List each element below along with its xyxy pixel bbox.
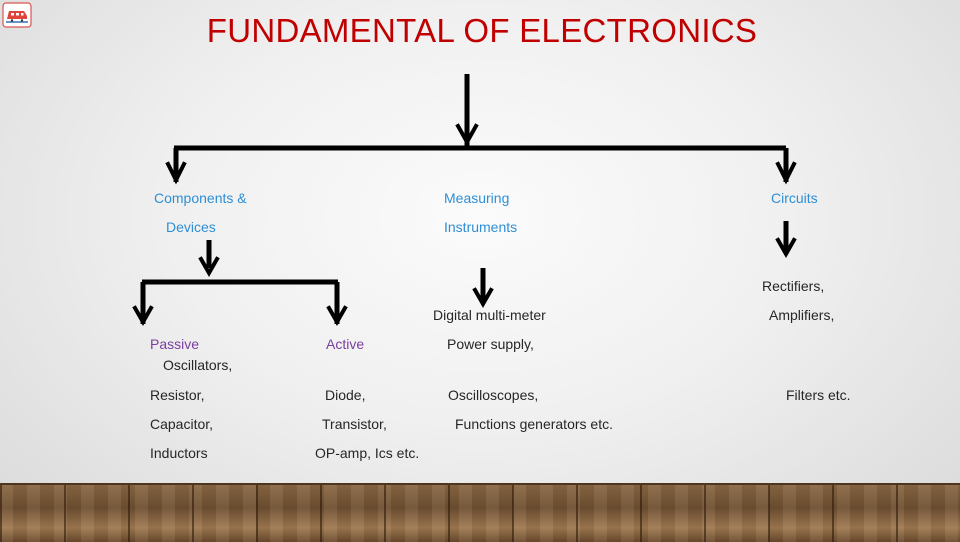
train-logo-icon xyxy=(2,2,32,28)
active-arrowhead-icon xyxy=(326,305,348,327)
passive-item: Capacitor, xyxy=(150,416,214,432)
circuits-label: Circuits xyxy=(771,190,818,206)
root-arrowhead-icon xyxy=(455,123,479,147)
passive-item: Inductors xyxy=(150,445,208,461)
measuring-label-line2: Instruments xyxy=(444,219,518,235)
components-arrowhead-icon xyxy=(165,161,187,185)
circuits-item: Amplifiers, xyxy=(769,307,835,323)
components-label-line1: Components & xyxy=(154,190,247,206)
measuring-down-arrowhead-icon xyxy=(472,287,494,309)
circuits-arrowhead-icon xyxy=(775,161,797,185)
circuits-item: Filters etc. xyxy=(786,387,851,403)
measuring-item: Functions generators etc. xyxy=(455,416,613,432)
passive-arrowhead-icon xyxy=(132,305,154,327)
components-label-line2: Devices xyxy=(166,219,216,235)
measuring-label-line1: Measuring xyxy=(444,190,510,206)
active-label: Active xyxy=(326,336,365,352)
circuits-down-arrowhead-icon xyxy=(775,237,797,259)
components-down-arrowhead-icon xyxy=(198,256,220,278)
passive-item: Resistor, xyxy=(150,387,205,403)
active-item: Diode, xyxy=(325,387,366,403)
circuits-item: Oscillators, xyxy=(163,357,233,373)
passive-label: Passive xyxy=(150,336,200,352)
measuring-item: Oscilloscopes, xyxy=(448,387,539,403)
measuring-item: Digital multi-meter xyxy=(433,307,546,323)
page-title: FUNDAMENTAL OF ELECTRONICS xyxy=(206,12,758,49)
circuits-item: Rectifiers, xyxy=(762,278,825,294)
active-item: Transistor, xyxy=(322,416,387,432)
measuring-item: Power supply, xyxy=(447,336,534,352)
active-item: OP-amp, Ics etc. xyxy=(315,445,420,461)
wooden-floor xyxy=(0,483,960,542)
